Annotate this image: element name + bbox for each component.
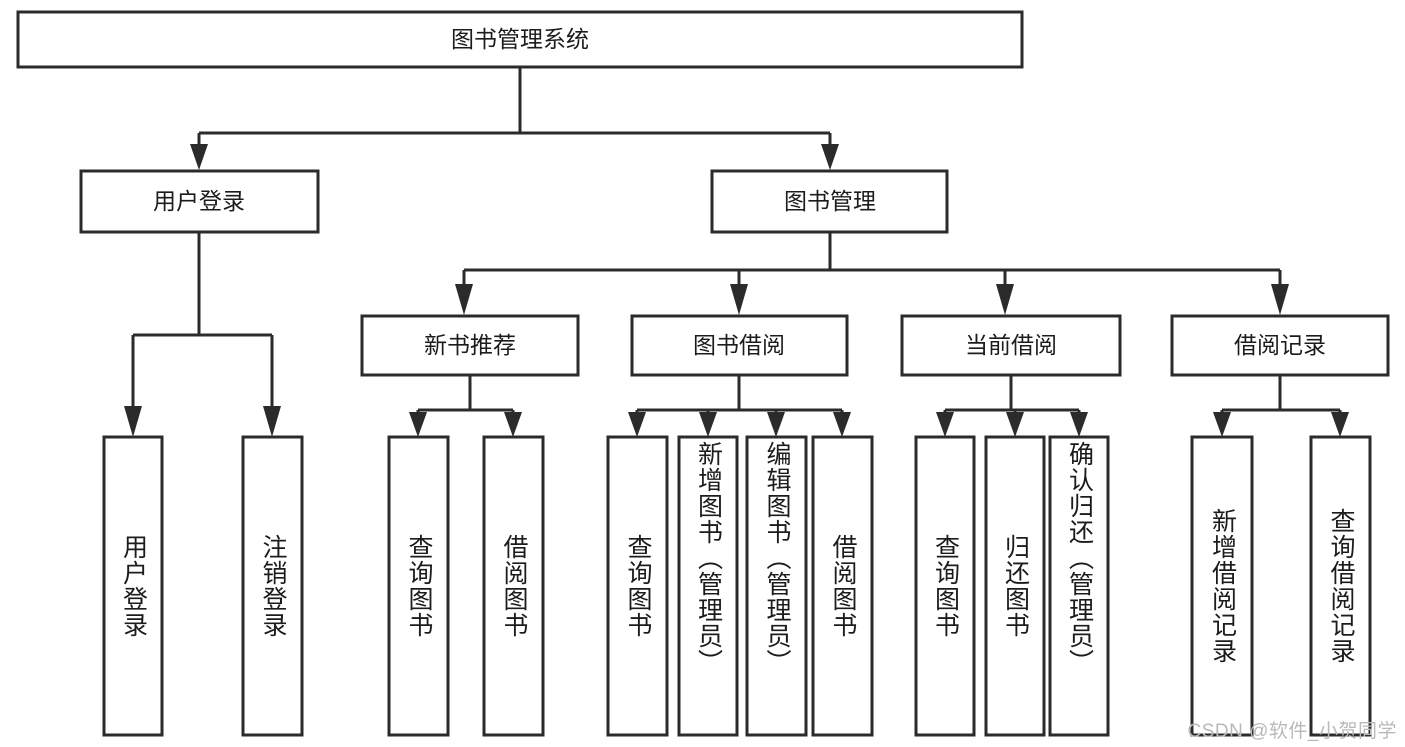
leaf-box-query-book-1[interactable] [387,435,450,737]
node-book-manage[interactable]: 图书管理 [710,169,949,234]
arrow-to-leaf-query-record [1331,412,1349,437]
root-box[interactable] [16,10,1024,69]
current-borrow-label: 当前借阅 [965,332,1057,358]
arrow-to-user-login [190,144,208,170]
leaf-box-logout-login[interactable] [241,435,304,737]
edge-user-login-to-leaves [124,232,281,437]
leaf-box-edit-book[interactable] [745,435,808,737]
leaf-box-user-login[interactable] [102,435,164,737]
edge-book-manage-to-level3 [455,232,1289,315]
arrow-to-borrow-record [1271,284,1289,315]
arrow-to-book-borrow [730,284,748,315]
borrow-record-label: 借阅记录 [1234,332,1326,358]
leaf-box-add-book[interactable] [677,435,739,737]
edge-new-book-recommend-to-leaves [409,375,522,437]
node-book-borrow[interactable]: 图书借阅 [630,314,849,377]
user-login-label: 用户登录 [153,188,245,214]
arrow-to-leaf-user-login [124,406,142,437]
leaf-box-query-book-3[interactable] [914,435,976,737]
arrow-to-book-manage [821,144,839,170]
leaf-box-borrow-book-1[interactable] [482,435,545,737]
root-label: 图书管理系统 [451,26,589,52]
arrow-to-leaf-return-book [1006,412,1024,437]
book-manage-label: 图书管理 [784,188,876,214]
new-book-recommend-label: 新书推荐 [424,332,516,358]
arrow-to-leaf-query-book-1 [409,412,427,437]
csdn-watermark: CSDN @软件_小贺同学 [1187,721,1397,742]
arrow-to-leaf-query-book-3 [936,412,954,437]
arrow-to-leaf-borrow-book-2 [833,412,851,437]
edge-borrow-record-to-leaves [1213,375,1349,437]
node-borrow-record[interactable]: 借阅记录 [1170,314,1390,377]
leaf-box-confirm-return[interactable] [1048,435,1110,737]
leaf-box-query-record[interactable] [1309,435,1372,737]
edge-current-borrow-to-leaves [936,375,1088,437]
node-new-book-recommend[interactable]: 新书推荐 [360,314,580,377]
arrow-to-leaf-edit-book [767,412,785,437]
arrow-to-leaf-borrow-book-1 [504,412,522,437]
arrow-to-leaf-logout-login [263,406,281,437]
arrow-to-leaf-confirm-return [1070,412,1088,437]
leaf-box-query-book-2[interactable] [606,435,669,737]
edge-root-to-level2 [190,67,839,170]
new-book-recommend-box[interactable] [360,314,580,377]
arrow-to-new-book-recommend [455,284,473,315]
node-root[interactable]: 图书管理系统 [16,10,1024,69]
leaf-box-add-record[interactable] [1190,435,1254,737]
arrow-to-leaf-add-book [699,412,717,437]
leaf-box-borrow-book-2[interactable] [811,435,874,737]
node-user-login[interactable]: 用户登录 [79,169,320,234]
leaf-box-return-book[interactable] [984,435,1046,737]
arrow-to-leaf-query-book-2 [628,412,646,437]
user-login-box[interactable] [79,169,320,234]
current-borrow-box[interactable] [900,314,1122,377]
book-borrow-label: 图书借阅 [693,332,785,358]
arrow-to-current-borrow [996,284,1014,315]
edge-book-borrow-to-leaves [628,375,851,437]
arrow-to-leaf-add-record [1213,412,1231,437]
node-current-borrow[interactable]: 当前借阅 [900,314,1122,377]
